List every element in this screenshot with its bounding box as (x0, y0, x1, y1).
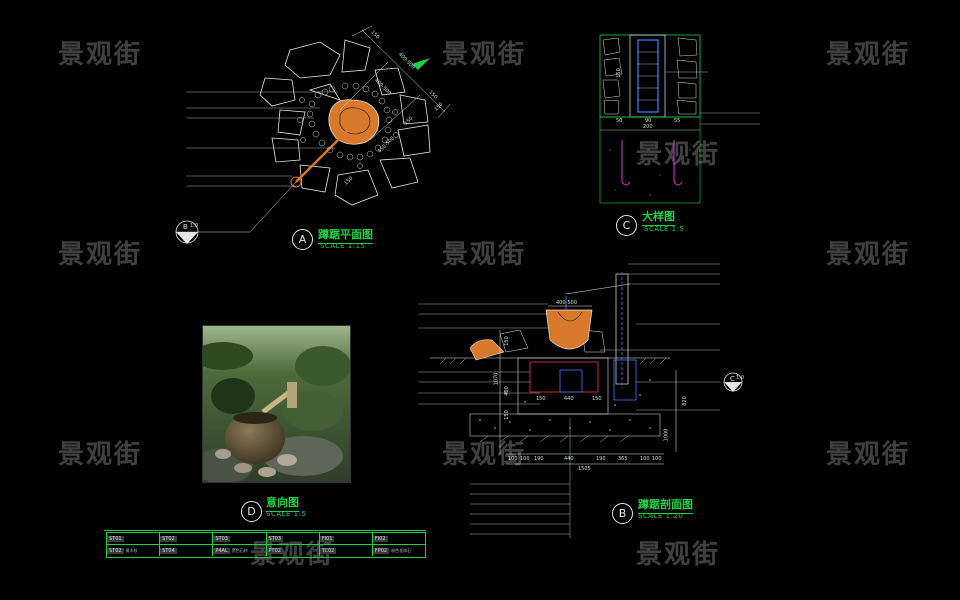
panel-d-title: 意向图 (266, 494, 299, 512)
watermark: 景观街 (58, 440, 143, 470)
section-dim-total: 1505 (578, 466, 591, 472)
legend-cell: FI02 (371, 533, 425, 544)
section-dim-right: 820 (681, 396, 688, 406)
watermark: 景观街 (636, 540, 721, 570)
section-dim-right: 1000 (663, 428, 670, 442)
section-dim-bottom: 100 (520, 456, 530, 462)
legend-cell: PT02 (265, 545, 319, 556)
legend-desc: 黄木纹 (125, 547, 138, 553)
legend-cell: FI01 (318, 533, 372, 544)
legend-cell: ST02 (159, 533, 212, 544)
detail-dim: 55 (674, 118, 681, 124)
legend-code: ST03 (266, 535, 284, 542)
section-dim-left: 150 (503, 410, 510, 420)
detail-dim: 90 (645, 118, 652, 124)
section-dim-left: 150 (503, 336, 510, 346)
callout-mark-b: C (730, 375, 735, 383)
callout-mark-a-sub: 1:0 (190, 223, 199, 229)
section-dim-bottom: 365 (618, 456, 628, 462)
section-dim-left: 400 (503, 386, 510, 396)
panel-b-scale: SCALE 1:20 (638, 512, 684, 520)
legend-code: ST02 (160, 535, 177, 542)
legend-code: FI01 (319, 535, 335, 542)
section-dim-mid: 150 (536, 396, 546, 402)
legend-code: ST02 (107, 547, 124, 554)
section-dim-left: 1070 (493, 372, 500, 386)
legend-cell: TC02 (318, 545, 372, 556)
section-dim-bottom: 440 (564, 456, 574, 462)
panel-c-letter: C (616, 215, 637, 236)
section-dim-bottom: 190 (534, 456, 544, 462)
legend-code: ST04 (160, 547, 177, 554)
panel-a-title: 蹲踞平面图 (318, 226, 373, 244)
legend-code: ST01 (107, 535, 124, 542)
watermark: 景观街 (636, 140, 721, 170)
panel-c-title: 大样图 (642, 208, 675, 226)
callout-mark-a: B (183, 223, 188, 231)
watermark: 景观街 (442, 240, 527, 270)
legend-code: FI02 (372, 535, 388, 542)
panel-a-letter: A (292, 229, 313, 250)
section-dim-top: 400-500 (556, 300, 577, 306)
legend-desc: 黑色石材 (231, 547, 248, 553)
panel-d-letter: D (241, 501, 262, 522)
panel-b-letter: B (612, 503, 633, 524)
watermark: 景观街 (250, 540, 335, 570)
legend-code: FP02 (372, 547, 390, 554)
watermark: 景观街 (58, 40, 143, 70)
section-dim-bottom: 100 (652, 456, 662, 462)
watermark: 景观街 (826, 440, 911, 470)
legend-desc: 粉色花岗石 (391, 547, 412, 553)
panel-a-scale: SCALE 1:15 (320, 242, 366, 250)
legend-cell: ST03 (265, 533, 319, 544)
watermark: 景观街 (442, 40, 527, 70)
panel-c-scale: SCALE 1:5 (644, 225, 685, 233)
legend-cell: ST01 (107, 533, 159, 544)
watermark: 景观街 (58, 240, 143, 270)
callout-mark-b-sub: 1:0 (736, 375, 745, 381)
detail-dim: 200 (643, 124, 653, 130)
section-dim-bottom: 100 (508, 456, 518, 462)
legend-cell: ST03 (212, 533, 265, 544)
legend-code: PT02 (266, 547, 283, 554)
panel-b-title: 蹲踞剖面图 (638, 496, 693, 514)
watermark: 景观街 (826, 240, 911, 270)
section-dim-mid: 150 (592, 396, 602, 402)
reference-photo (202, 325, 351, 483)
watermark: 景观街 (442, 440, 527, 470)
legend-code: TC02 (319, 547, 337, 554)
watermark: 景观街 (826, 40, 911, 70)
section-dim-bottom: 190 (596, 456, 606, 462)
legend-code: ST03 (213, 535, 230, 542)
section-dim-bottom: 100 (640, 456, 650, 462)
legend-cell: ST04 (159, 545, 212, 556)
detail-dim: 50 (616, 118, 623, 124)
legend-row: ST01 ST02 ST03 ST03 FI01 FI02 (107, 533, 425, 544)
section-dim-mid: 440 (564, 396, 574, 402)
panel-d-scale: SCALE 1:5 (266, 510, 307, 518)
legend-code: P4AL (213, 547, 230, 554)
